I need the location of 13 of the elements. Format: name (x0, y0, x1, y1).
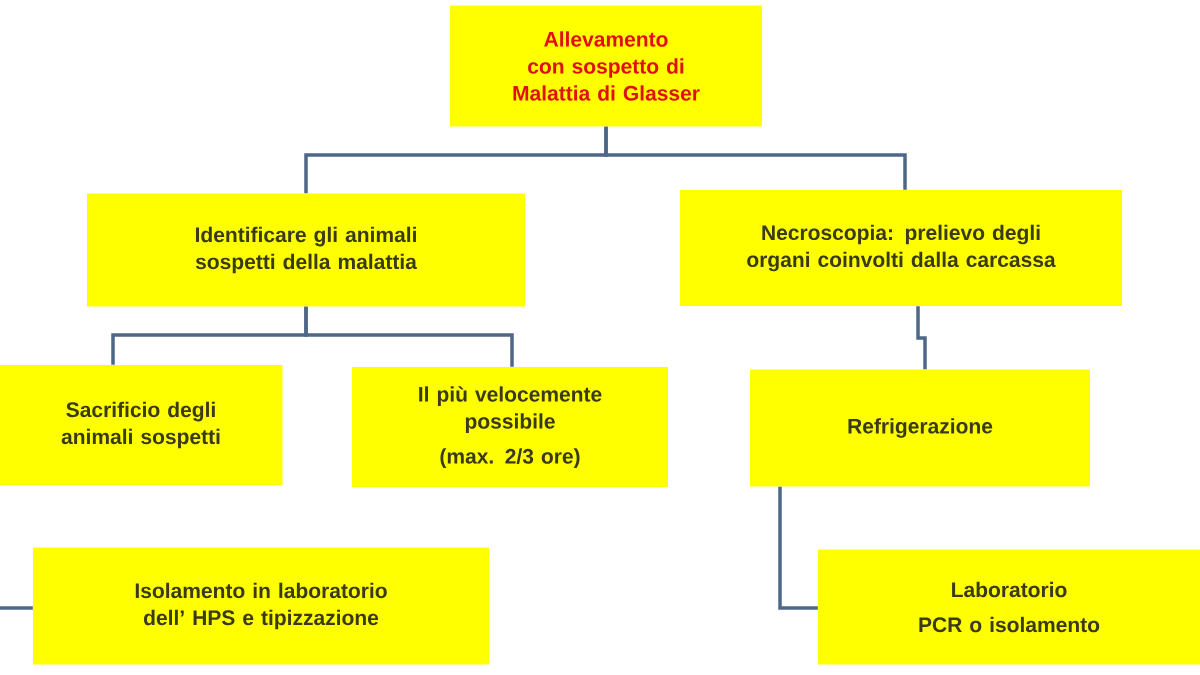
connector-line (916, 306, 927, 370)
process-box: Sacrificio degli animali sospetti (0, 365, 283, 485)
process-box: Il più velocemente possibile (max. 2/3 ore) (352, 367, 668, 487)
process-box: Isolamento in laboratorio dell’ HPS e tipizzazione (33, 547, 489, 665)
connector-line (304, 306, 514, 367)
connector-line (778, 486, 818, 610)
connector-line (604, 126, 907, 190)
process-box: Refrigerazione (750, 369, 1090, 487)
connector-line (0, 606, 33, 610)
process-box: Laboratorio PCR o isolamento (818, 549, 1200, 665)
process-box: Necroscopia: prelievo degli organi coinvolti dalla carcassa (680, 190, 1122, 306)
process-box: Allevamento con sospetto di Malattia di Glasser (450, 5, 762, 127)
process-box: Identificare gli animali sospetti della malattia (87, 193, 525, 307)
